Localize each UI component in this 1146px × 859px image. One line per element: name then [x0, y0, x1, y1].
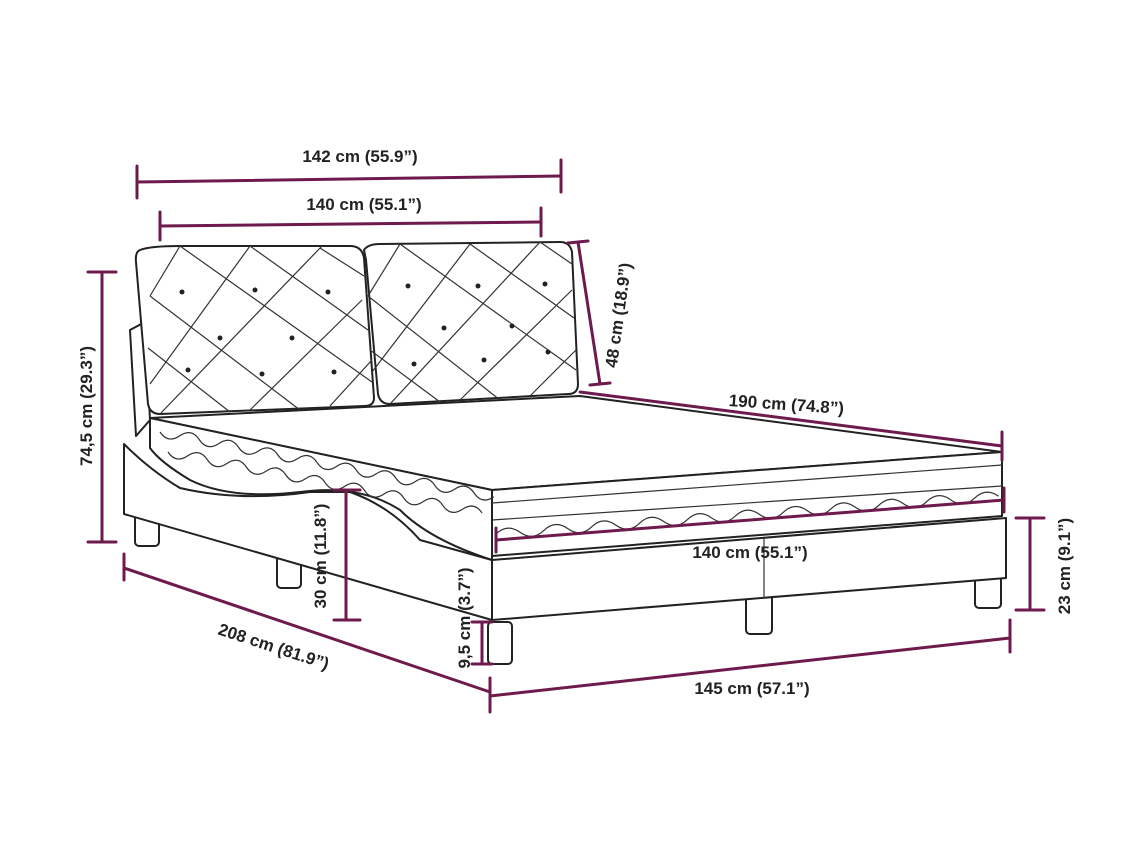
- bed-illustration: [123, 241, 1007, 665]
- dim-length: [578, 390, 1004, 462]
- label-mattress-width: 140 cm (55.1”): [692, 543, 807, 562]
- dim-overall-length: [122, 552, 492, 694]
- dim-base-height: [1014, 516, 1046, 612]
- dim-overall-base-width: [488, 618, 1012, 714]
- leg-front-left: [487, 621, 513, 665]
- side-rail-left: [123, 443, 493, 621]
- dim-total-height: [86, 270, 118, 544]
- dim-overall-width: [135, 158, 563, 200]
- dimension-lines: [86, 158, 1046, 714]
- label-frame-height: 30 cm (11.8”): [311, 504, 330, 609]
- dim-frame-height: [332, 488, 362, 622]
- dim-headboard-height: [566, 239, 612, 387]
- label-overall-width: 142 cm (55.9”): [302, 147, 417, 166]
- headboard: [134, 241, 579, 415]
- label-base-height: 23 cm (9.1”): [1055, 518, 1074, 614]
- label-overall-base-width: 145 cm (57.1”): [694, 679, 809, 698]
- dim-leg-height: [470, 620, 494, 666]
- dim-headboard-width: [158, 206, 543, 242]
- dim-mattress-width: [494, 486, 1006, 554]
- label-overall-length: 208 cm (81.9”): [216, 620, 332, 674]
- label-leg-height: 9,5 cm (3.7”): [455, 567, 474, 668]
- label-headboard-width: 140 cm (55.1”): [306, 195, 421, 214]
- front-base: [491, 517, 1007, 621]
- label-total-height: 74,5 cm (29.3”): [77, 346, 96, 466]
- headboard-cushion-left: [134, 245, 375, 415]
- label-headboard-panel-height: 48 cm (18.9”): [602, 262, 636, 369]
